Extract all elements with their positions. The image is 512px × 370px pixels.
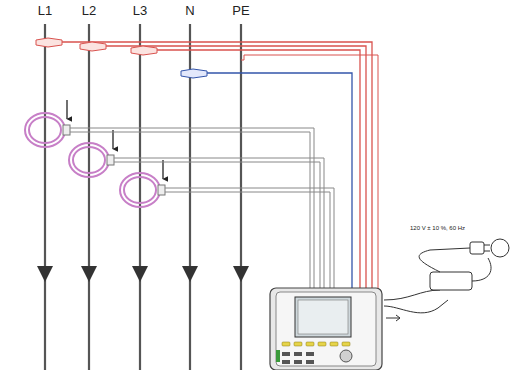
voltage-leads	[62, 42, 378, 292]
current-clamps	[25, 113, 160, 207]
conductor-label: PE	[232, 4, 249, 18]
conductor-label: L3	[133, 4, 147, 18]
flow-arrowheads	[37, 266, 249, 282]
clamp-heads	[63, 125, 165, 195]
mains-adapter	[384, 239, 509, 321]
conductor-label: L1	[38, 4, 52, 18]
power-analyzer	[270, 288, 382, 370]
conductors	[45, 24, 241, 370]
conductor-label: N	[185, 4, 194, 18]
orientation-arrows	[67, 100, 163, 179]
clamp-cables	[70, 128, 334, 292]
conductor-label: L2	[82, 4, 96, 18]
supply-rating: 120 V ± 10 %, 60 Hz	[410, 225, 465, 232]
voltage-clips	[36, 38, 207, 78]
